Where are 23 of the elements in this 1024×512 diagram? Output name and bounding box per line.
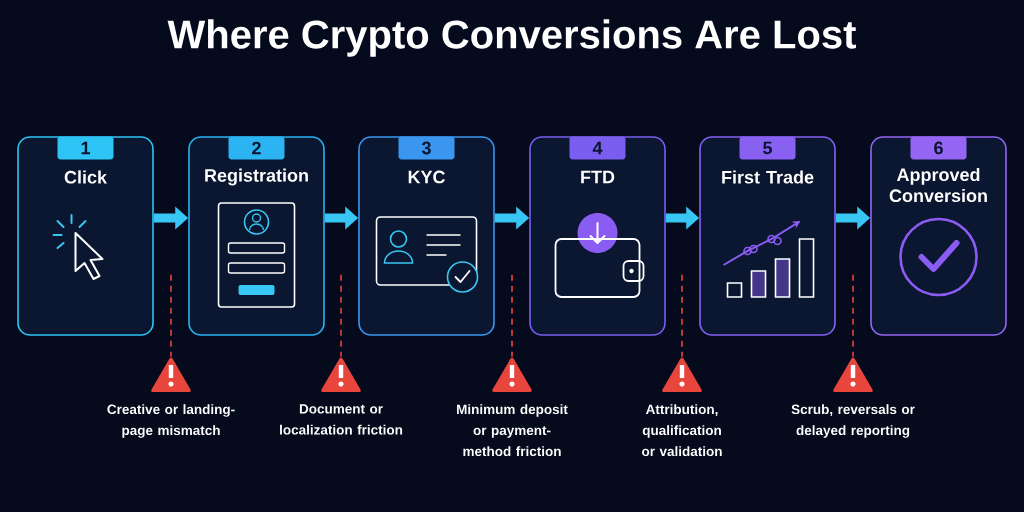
dashed-line xyxy=(852,274,854,358)
step-number-badge: 2 xyxy=(228,136,285,160)
friction-note: Document or localization friction xyxy=(280,404,403,435)
step-number-badge: 4 xyxy=(569,136,626,160)
step-number-badge: 6 xyxy=(910,136,967,160)
title: Where Crypto Conversions Are Lost xyxy=(167,19,856,57)
friction-note: Attribution, qualification or validation xyxy=(642,404,722,457)
step-number-badge: 3 xyxy=(398,136,455,160)
step-title: First Trade xyxy=(722,170,814,184)
step-title: FTD xyxy=(581,170,615,184)
dashed-line xyxy=(340,274,342,358)
dashed-line xyxy=(681,274,683,358)
friction-note: Creative or landing-page mismatch xyxy=(107,404,235,438)
step-number-badge: 5 xyxy=(739,136,796,160)
step-title: Approved Conversion xyxy=(889,167,987,203)
step-title: Registration xyxy=(205,168,308,186)
step-title: Click xyxy=(64,170,108,184)
dashed-line xyxy=(170,274,172,358)
step-title: KYC xyxy=(408,170,445,184)
dashed-line xyxy=(511,274,513,358)
friction-note: Minimum deposit or payment-method friction xyxy=(457,404,568,457)
step-number-badge: 1 xyxy=(57,136,114,160)
friction-note: Scrub, reversals or delayed reporting xyxy=(791,404,915,438)
